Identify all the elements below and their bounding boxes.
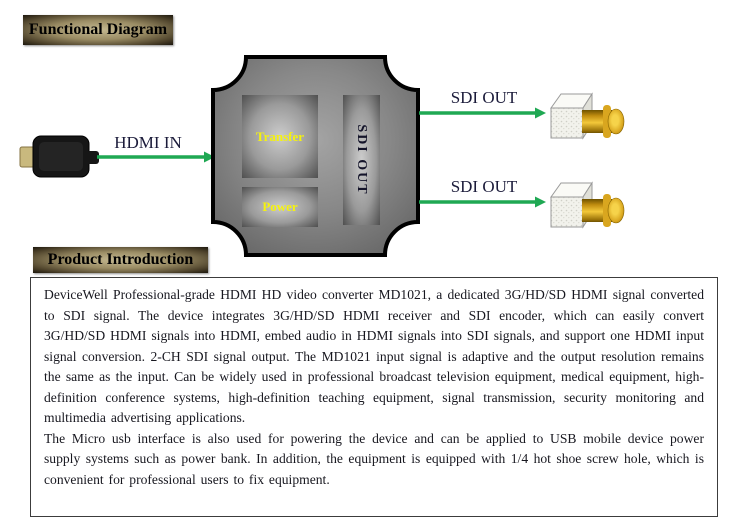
- intro-paragraph-2: The Micro usb interface is also used for…: [44, 430, 704, 487]
- converter-device: Transfer Power SDI OUT: [211, 55, 420, 257]
- transfer-block: [242, 95, 318, 178]
- functional-diagram-header-label: Functional Diagram: [28, 21, 168, 38]
- sdi-out-arrow-top: [419, 107, 546, 119]
- sdi-out-top-label: SDI OUT: [451, 88, 518, 107]
- sdi-out-block: [343, 95, 380, 225]
- bnc-connector-icon-bottom: [550, 181, 625, 229]
- transfer-block-label: Transfer: [256, 129, 304, 144]
- hdmi-plug-icon: [19, 135, 99, 178]
- hdmi-in-label: HDMI IN: [114, 133, 182, 152]
- functional-diagram-graphic: HDMI IN Transfer Power SDI OUT SDI OUT S…: [19, 55, 625, 257]
- sdi-out-block-label: SDI OUT: [354, 124, 369, 195]
- product-introduction-text-box: DeviceWell Professional-grade HDMI HD vi…: [30, 277, 718, 517]
- sdi-out-bottom-label: SDI OUT: [451, 177, 518, 196]
- power-block: [242, 187, 318, 227]
- intro-paragraph-1: DeviceWell Professional-grade HDMI HD vi…: [44, 287, 704, 425]
- bnc-connector-icon-top: [550, 92, 625, 140]
- power-block-label: Power: [262, 199, 298, 214]
- sdi-out-arrow-bottom: [419, 196, 546, 208]
- hdmi-in-arrow: [97, 151, 215, 163]
- product-introduction-header: Product Introduction: [33, 247, 208, 273]
- product-introduction-header-label: Product Introduction: [47, 251, 194, 268]
- functional-diagram-header: Functional Diagram: [23, 15, 173, 45]
